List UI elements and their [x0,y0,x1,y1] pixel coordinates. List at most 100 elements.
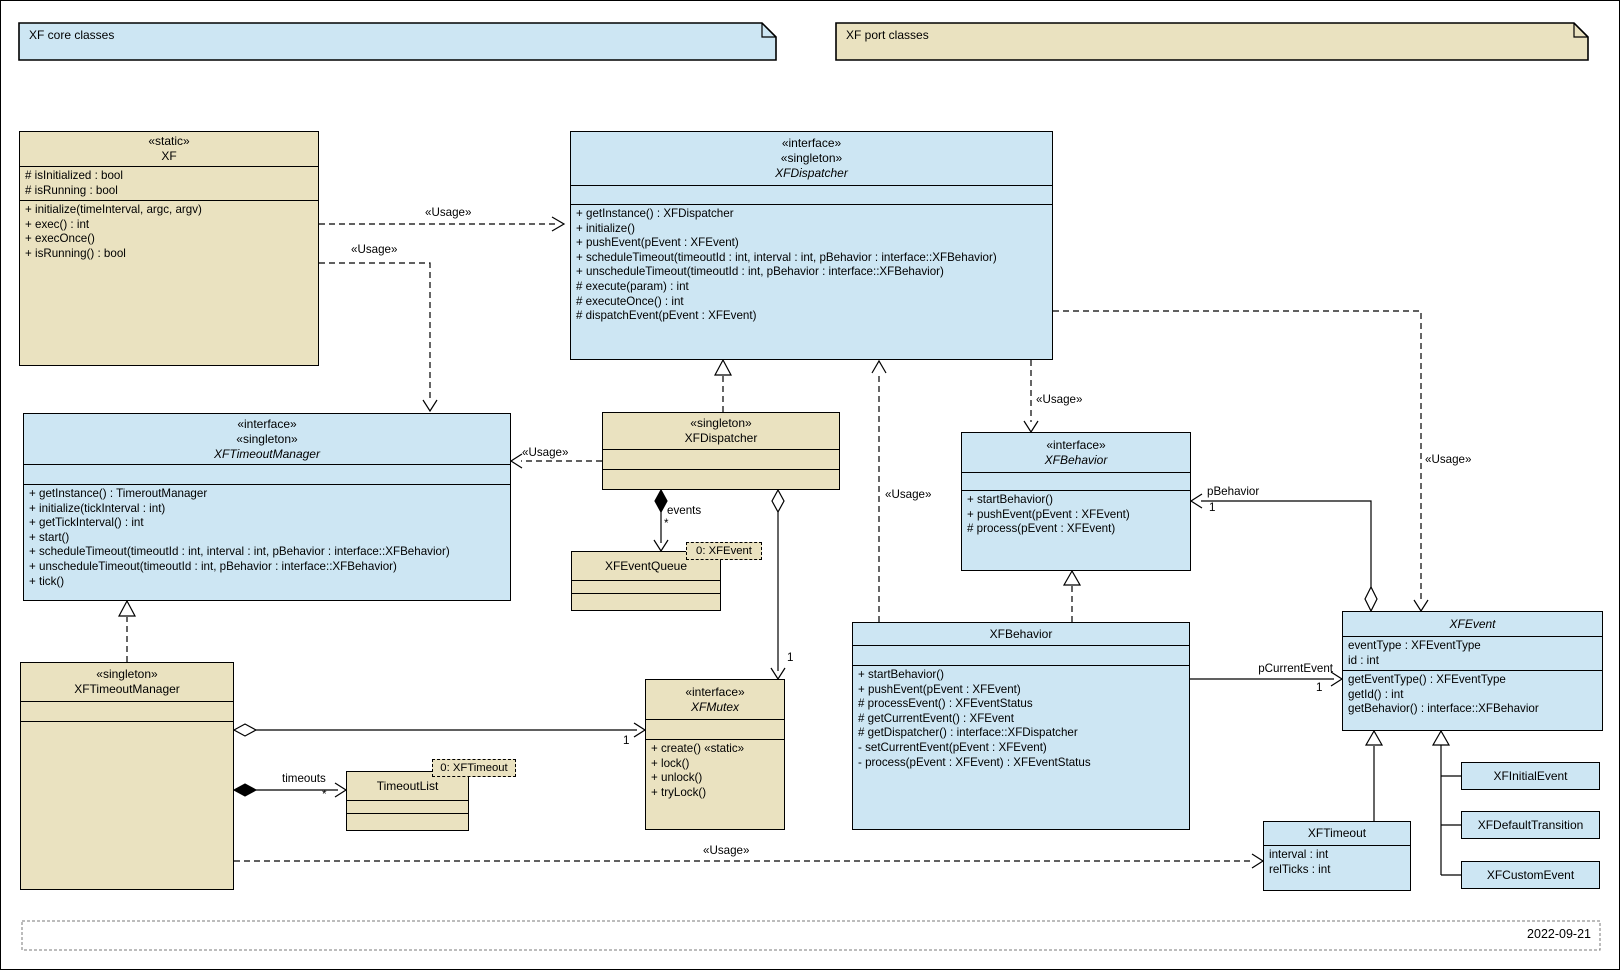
method: # getCurrentEvent() : XFEvent [858,711,1014,725]
class-xfeventqueue[interactable]: XFEventQueue [571,551,721,611]
method: + getTickInterval() : int [29,516,144,530]
interface-xftimeoutmanager[interactable]: «interface» «singleton» XFTimeoutManager… [23,413,511,601]
class-name: XFEventQueue [604,558,688,573]
method: - setCurrentEvent(pEvent : XFEvent) [858,740,1047,754]
usage-xf-to-xfdispatcher-interface[interactable] [319,216,566,232]
class-xfbehavior[interactable]: XFBehavior + startBehavior() + pushEvent… [852,622,1190,830]
usage-xfdispatcher-to-xftimeoutmanager[interactable] [509,453,602,469]
method: + lock() [651,756,690,770]
class-name: XFDispatcher [775,166,848,180]
role-events: events [667,504,702,517]
class-name: XFCustomEvent [1486,867,1575,882]
usage-xf-to-xftimeoutmanager-interface[interactable] [319,262,438,413]
usage-label: «Usage» [1425,453,1472,466]
usage-xfbehavior-to-xfdispatcher-interface[interactable] [871,359,887,622]
composition-timeouts[interactable] [232,782,348,798]
footer-date: 2022-09-21 [1527,927,1591,941]
method: + startBehavior() [858,668,945,681]
method: + scheduleTimeout(timeoutId : int, inter… [29,545,450,559]
class-name: XFTimeout [1307,826,1367,840]
method: getBehavior() : interface::XFBehavior [1348,702,1539,716]
class-name: XFInitialEvent [1493,768,1568,783]
method: + isRunning() : bool [25,246,126,260]
method: getId() : int [1348,687,1404,701]
class-xfdispatcher-singleton[interactable]: «singleton» XFDispatcher [602,412,840,490]
method: + getInstance() : TimeroutManager [29,487,208,500]
class-name: XFTimeoutManager [74,682,180,696]
method: # executeOnce() : int [576,294,684,308]
multiplicity-one: 1 [623,734,630,747]
method: # getDispatcher() : interface::XFDispatc… [858,726,1078,740]
class-name: TimeoutList [376,778,439,793]
method: + pushEvent(pEvent : XFEvent) [576,236,739,250]
class-name: XFMutex [690,699,739,714]
role-pcurrentevent: pCurrentEvent [1258,662,1333,675]
method: + unlock() [651,771,703,785]
method: # process(pEvent : XFEvent) [967,522,1116,536]
usage-label: «Usage» [885,488,932,501]
generalization-event-subclasses[interactable] [1431,729,1461,876]
attribute: interval : int [1269,848,1329,861]
note-core-label: XF core classes [29,28,115,42]
stereotype: «singleton» [690,416,752,430]
role-timeouts: timeouts [282,772,326,785]
class-xfinitialevent[interactable]: XFInitialEvent [1461,762,1600,790]
method: + create() «static» [651,742,745,755]
aggregation-xfdispatcher-xfmutex[interactable] [770,488,786,681]
attribute: relTicks : int [1269,862,1331,876]
usage-label: «Usage» [703,844,750,857]
generalization-xftimeout[interactable] [1364,729,1384,821]
usage-label: «Usage» [425,206,472,219]
stereotype: «static» [148,134,190,148]
interface-xfbehavior[interactable]: «interface» XFBehavior + startBehavior()… [961,432,1191,571]
realization-xfdispatcher[interactable] [714,358,732,412]
interface-xfdispatcher[interactable]: «interface» «singleton» XFDispatcher + g… [570,131,1053,360]
method: + initialize(tickInterval : int) [29,501,166,515]
stereotype: «interface» [237,416,297,431]
note-port-shape[interactable] [835,22,1589,61]
note-core-shape[interactable] [18,22,777,61]
usage-label: «Usage» [522,446,569,459]
class-name: XF [161,149,177,163]
method: + exec() : int [25,217,90,231]
class-name: XFDefaultTransition [1477,817,1584,832]
method: + execOnce() [25,232,95,246]
method: + startBehavior() [967,493,1054,506]
attribute: eventType : XFEventType [1348,639,1481,652]
class-timeoutlist[interactable]: TimeoutList [346,771,469,831]
multiplicity-one: 1 [787,651,794,664]
class-name: XFBehavior [1044,452,1108,467]
stereotype: «interface» [685,684,745,699]
realization-xftimeoutmanager[interactable] [118,599,136,662]
realization-xfbehavior[interactable] [1062,569,1082,622]
method: + tick() [29,574,65,588]
note-port-label: XF port classes [846,28,929,42]
aggregation-pbehavior[interactable] [1189,493,1378,613]
class-name: XFTimeoutManager [214,446,320,461]
stereotype: «interface» [781,136,842,150]
stereotype: «singleton» [96,667,158,681]
class-name: XFBehavior [989,626,1053,641]
footer-date-box [21,920,1601,951]
attribute: id : int [1348,653,1379,667]
method: # dispatchEvent(pEvent : XFEvent) [576,309,757,323]
method: + initialize(timeInterval, argc, argv) [25,203,202,216]
multiplicity-one: 1 [1316,681,1323,694]
stereotype: «singleton» [236,431,298,446]
stereotype: «singleton» [780,151,843,165]
class-xftimeoutmanager-singleton[interactable]: «singleton» XFTimeoutManager [20,662,234,890]
object-xfevent-0[interactable]: 0: XFEvent [686,542,762,560]
usage-label: «Usage» [1036,393,1083,406]
class-xfdefaulttransition[interactable]: XFDefaultTransition [1461,811,1600,839]
stereotype: «interface» [1046,437,1106,452]
interface-xfmutex[interactable]: «interface» XFMutex + create() «static» … [645,679,785,830]
class-xfcustomevent[interactable]: XFCustomEvent [1461,861,1600,889]
aggregation-xftimeoutmanager-xfmutex[interactable] [232,722,647,738]
class-xf[interactable]: «static» XF # isInitialized : bool # isR… [19,131,319,366]
method: + tryLock() [651,785,707,799]
object-xftimeout-0[interactable]: 0: XFTimeout [432,759,516,777]
class-xfevent[interactable]: XFEvent eventType : XFEventType id : int… [1342,611,1603,731]
class-xftimeout[interactable]: XFTimeout interval : int relTicks : int [1263,821,1411,891]
